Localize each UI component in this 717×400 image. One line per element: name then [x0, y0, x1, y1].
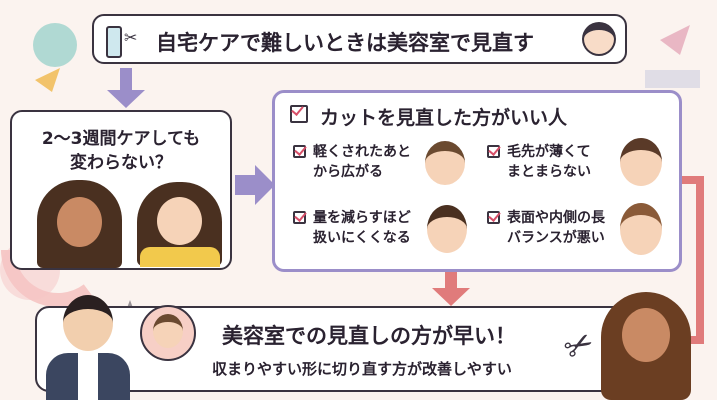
messy-hair-woman-avatar — [427, 205, 467, 253]
calm-woman-face — [157, 197, 202, 245]
checkbox-icon — [293, 211, 306, 224]
frizzy-man-avatar — [425, 141, 465, 185]
left-panel-line2: 変わらない？ — [70, 153, 172, 173]
item4-line1: 表面や内側の長 — [507, 210, 605, 226]
arrow-right — [235, 165, 275, 205]
item3-line1: 量を減らすほど — [313, 210, 411, 226]
scissors-icon: ✂ — [124, 28, 138, 47]
bottom-subtext: 収まりやすい形に切り直す方が改善しやすい — [212, 360, 512, 378]
worried-woman-face — [57, 197, 102, 247]
smiling-woman-avatar — [153, 314, 183, 348]
left-panel: 2～3週間ケアしても 変わらない？ — [10, 110, 232, 270]
hair-product-icon — [106, 26, 122, 58]
left-panel-line1: 2～3週間ケアしても — [41, 129, 201, 149]
woman-avatar — [582, 22, 616, 56]
right-panel: カットを見直した方がいい人 軽くされたあと から広がる 毛先が薄くて まとまらな… — [272, 90, 682, 272]
item2-line1: 毛先が薄くて — [507, 144, 591, 160]
item1-line2: から広がる — [313, 164, 383, 180]
uneven-hair-woman-avatar — [620, 203, 662, 255]
happy-woman-face — [622, 308, 670, 362]
item1-line1: 軽くされたあと — [313, 144, 411, 160]
thin-hair-woman-avatar — [620, 138, 662, 186]
stylist-face — [63, 295, 113, 351]
bottom-heading: 美容室での見直しの方が早い！ — [222, 324, 516, 348]
stylist-man-illustration — [38, 283, 138, 400]
title-banner: ✂ 自宅ケアで難しいときは美容室で見直す — [92, 14, 627, 64]
arrow-down-left — [107, 68, 145, 108]
right-panel-heading: カットを見直した方がいい人 — [320, 107, 568, 129]
calm-woman-shirt — [140, 247, 220, 267]
arrow-down-center — [432, 268, 470, 306]
scissors-icon: ✂ — [556, 321, 602, 371]
checkbox-icon — [487, 211, 500, 224]
item4-line2: バランスが悪い — [507, 230, 605, 246]
page-title: 自宅ケアで難しいときは美容室で見直す — [156, 31, 534, 55]
heading-checkbox-icon — [290, 105, 308, 123]
item2-line2: まとまらない — [507, 164, 591, 180]
stylist-shirt — [78, 353, 98, 400]
item3-line2: 扱いにくくなる — [313, 230, 411, 246]
checkbox-icon — [487, 145, 500, 158]
checkbox-icon — [293, 145, 306, 158]
happy-woman-illustration — [596, 292, 696, 400]
